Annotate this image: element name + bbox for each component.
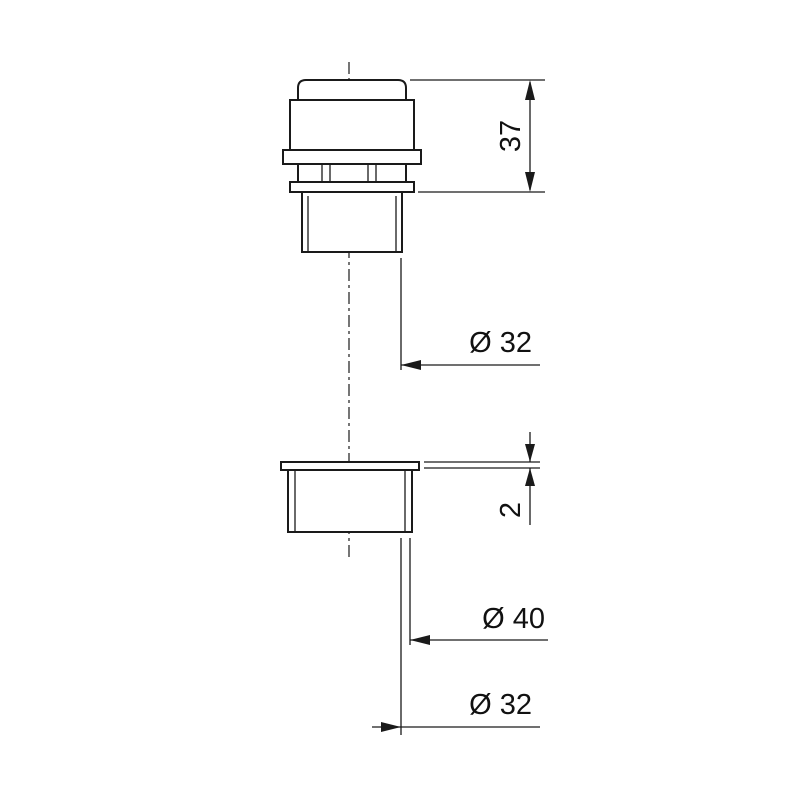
fitting-washer [289,181,415,193]
fitting-cap-body [289,99,415,151]
arrow-down-37 [525,172,535,192]
adapter-body [287,469,413,533]
dimension-label-d32-bottom: Ø 32 [469,689,532,721]
fitting-cap-top [297,79,407,101]
top-fitting [282,79,422,253]
fitting-upper-flange [282,149,422,165]
fitting-spigot [301,191,403,253]
arrow-up-37 [525,80,535,100]
arrow-up-2 [525,468,535,486]
dimension-label-d40: Ø 40 [482,603,545,635]
dimension-2: 2 [424,432,540,525]
dimension-diameter-top: Ø 32 [400,258,540,370]
dimension-label-37: 37 [495,120,527,152]
arrow-d32-bottom [381,722,401,732]
arrow-d32-top [401,360,421,370]
dimension-diameter-inner: Ø 32 [372,538,540,735]
dimension-37: 37 [410,79,545,193]
arrow-d40 [410,635,430,645]
dimension-label-d32-top: Ø 32 [469,327,532,359]
adapter-flange [280,461,420,471]
arrow-down-2 [525,444,535,462]
bottom-adapter [280,461,420,533]
dimension-label-2: 2 [495,502,527,518]
dimension-diameter-outer: Ø 40 [409,538,548,645]
fitting-nut [297,163,407,183]
